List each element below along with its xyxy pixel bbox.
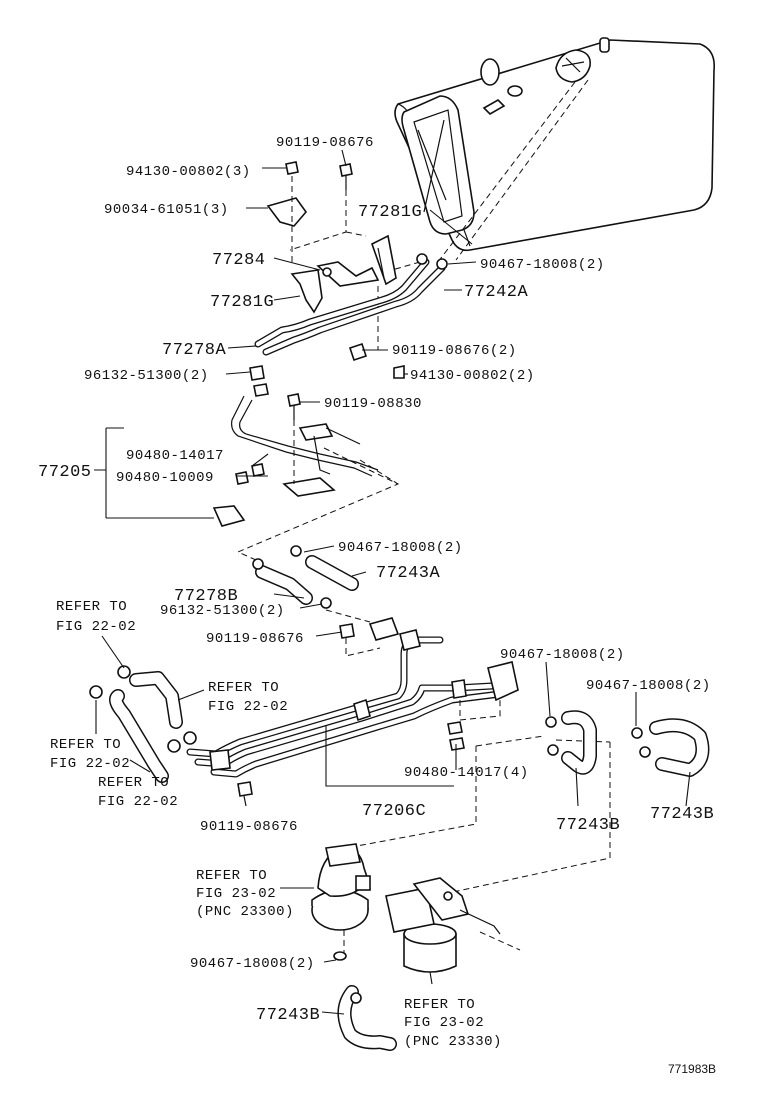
- assembly-dash-frame: [236, 420, 400, 561]
- label-77281g-lower: 77281G: [210, 293, 274, 312]
- label-94130-00802-3: 94130-00802(3): [126, 164, 251, 180]
- label-77284: 77284: [212, 251, 266, 270]
- label-77242a: 77242A: [464, 283, 529, 302]
- label-90480-10009: 90480-10009: [116, 470, 214, 486]
- pipe-77206c: [186, 617, 519, 778]
- fuel-tank: [394, 37, 716, 252]
- label-94130-00802-2: 94130-00802(2): [410, 368, 535, 384]
- label-90034-61051-3: 90034-61051(3): [104, 202, 229, 218]
- clips-90480-14017: [447, 721, 465, 751]
- bracket-77281g-upper: [371, 234, 397, 286]
- label-90467-18008-2-e: 90467-18008(2): [190, 956, 315, 972]
- label-77243b-a: 77243B: [556, 816, 620, 835]
- hose-77278b: [255, 565, 313, 605]
- label-77243a: 77243A: [376, 564, 441, 583]
- ref-fig-22-02-a-line1: REFER TO: [56, 599, 127, 615]
- label-90119-08676-mid: 90119-08676: [206, 631, 304, 647]
- ref-fig-22-02-c-line2: FIG 22-02: [50, 756, 130, 772]
- hose-clip-96132: [249, 365, 269, 397]
- label-90467-18008-2-b: 90467-18008(2): [338, 540, 463, 556]
- labels: 90119-08676 94130-00802(3) 90034-61051(3…: [38, 135, 716, 1076]
- fuel-filter-23300: [311, 843, 371, 961]
- label-90119-08676-2: 90119-08676(2): [392, 343, 517, 359]
- bolt-90119-08676-top: [339, 163, 353, 190]
- label-90467-18008-2-d: 90467-18008(2): [586, 678, 711, 694]
- label-90467-18008-2-c: 90467-18008(2): [500, 647, 625, 663]
- figure-id: 771983B: [668, 1062, 716, 1076]
- tank-guide-lines: [437, 79, 589, 263]
- ref-fig-22-02-b-line1: REFER TO: [208, 680, 279, 696]
- bolt-90119-08676-mid-upper: [348, 342, 405, 379]
- bracket-77281g-lower: [290, 269, 323, 314]
- label-77205: 77205: [38, 463, 92, 482]
- clamp-90467-18008-top: [416, 253, 448, 270]
- ref-fig-23-02-a-line3: (PNC 23300): [196, 904, 294, 920]
- label-90119-08676-top: 90119-08676: [276, 135, 374, 151]
- label-77243b-b: 77243B: [650, 805, 714, 824]
- label-90480-14017-4: 90480-14017(4): [404, 765, 529, 781]
- clip-90034-61051: [266, 197, 308, 227]
- nut-94130-00802-top: [285, 161, 299, 175]
- pipe-77242a: [254, 258, 446, 356]
- hose-77243b-a: [545, 710, 597, 775]
- ref-fig-22-02-d-line2: FIG 22-02: [98, 794, 178, 810]
- ref-fig-22-02-c-line1: REFER TO: [50, 737, 121, 753]
- label-96132-51300-2-b: 96132-51300(2): [160, 603, 285, 619]
- hose-77243a: [305, 555, 359, 591]
- mounting-dash-lines: [289, 176, 421, 350]
- bracket-77284: [316, 261, 380, 287]
- ref-fig-23-02-b-line1: REFER TO: [404, 997, 475, 1013]
- ref-fig-22-02-b-line2: FIG 22-02: [208, 699, 288, 715]
- hoses-left-ref: [89, 665, 197, 783]
- label-90480-14017: 90480-14017: [126, 448, 224, 464]
- label-77243b-c: 77243B: [256, 1006, 320, 1025]
- label-77278b: 77278B: [174, 587, 238, 606]
- ref-fig-23-02-b-line3: (PNC 23330): [404, 1034, 502, 1050]
- label-90467-18008-2-a: 90467-18008(2): [480, 257, 605, 273]
- label-77206c: 77206C: [362, 802, 426, 821]
- label-77278a: 77278A: [162, 341, 227, 360]
- label-90119-08676-low: 90119-08676: [200, 819, 298, 835]
- ref-fig-23-02-b-line2: FIG 23-02: [404, 1015, 484, 1031]
- mid-dash-lines: [325, 609, 381, 657]
- bolt-90119-08676-low: [237, 781, 253, 807]
- hose-77243b-c: [337, 985, 397, 1051]
- hose-77243b-b: [631, 718, 710, 777]
- clamps-middle: [252, 545, 355, 639]
- ref-fig-23-02-a-line1: REFER TO: [196, 868, 267, 884]
- ref-fig-23-02-a-line2: FIG 23-02: [196, 886, 276, 902]
- ref-fig-22-02-d-line1: REFER TO: [98, 775, 169, 791]
- label-96132-51300-2-a: 96132-51300(2): [84, 368, 209, 384]
- ref-fig-22-02-a-line2: FIG 22-02: [56, 619, 136, 635]
- tube-assembly-77205: [212, 393, 379, 527]
- leader-lines: [94, 149, 691, 1015]
- label-90119-08830: 90119-08830: [324, 396, 422, 412]
- label-77281g-upper: 77281G: [358, 203, 422, 222]
- fuel-filter-23330: [385, 877, 501, 973]
